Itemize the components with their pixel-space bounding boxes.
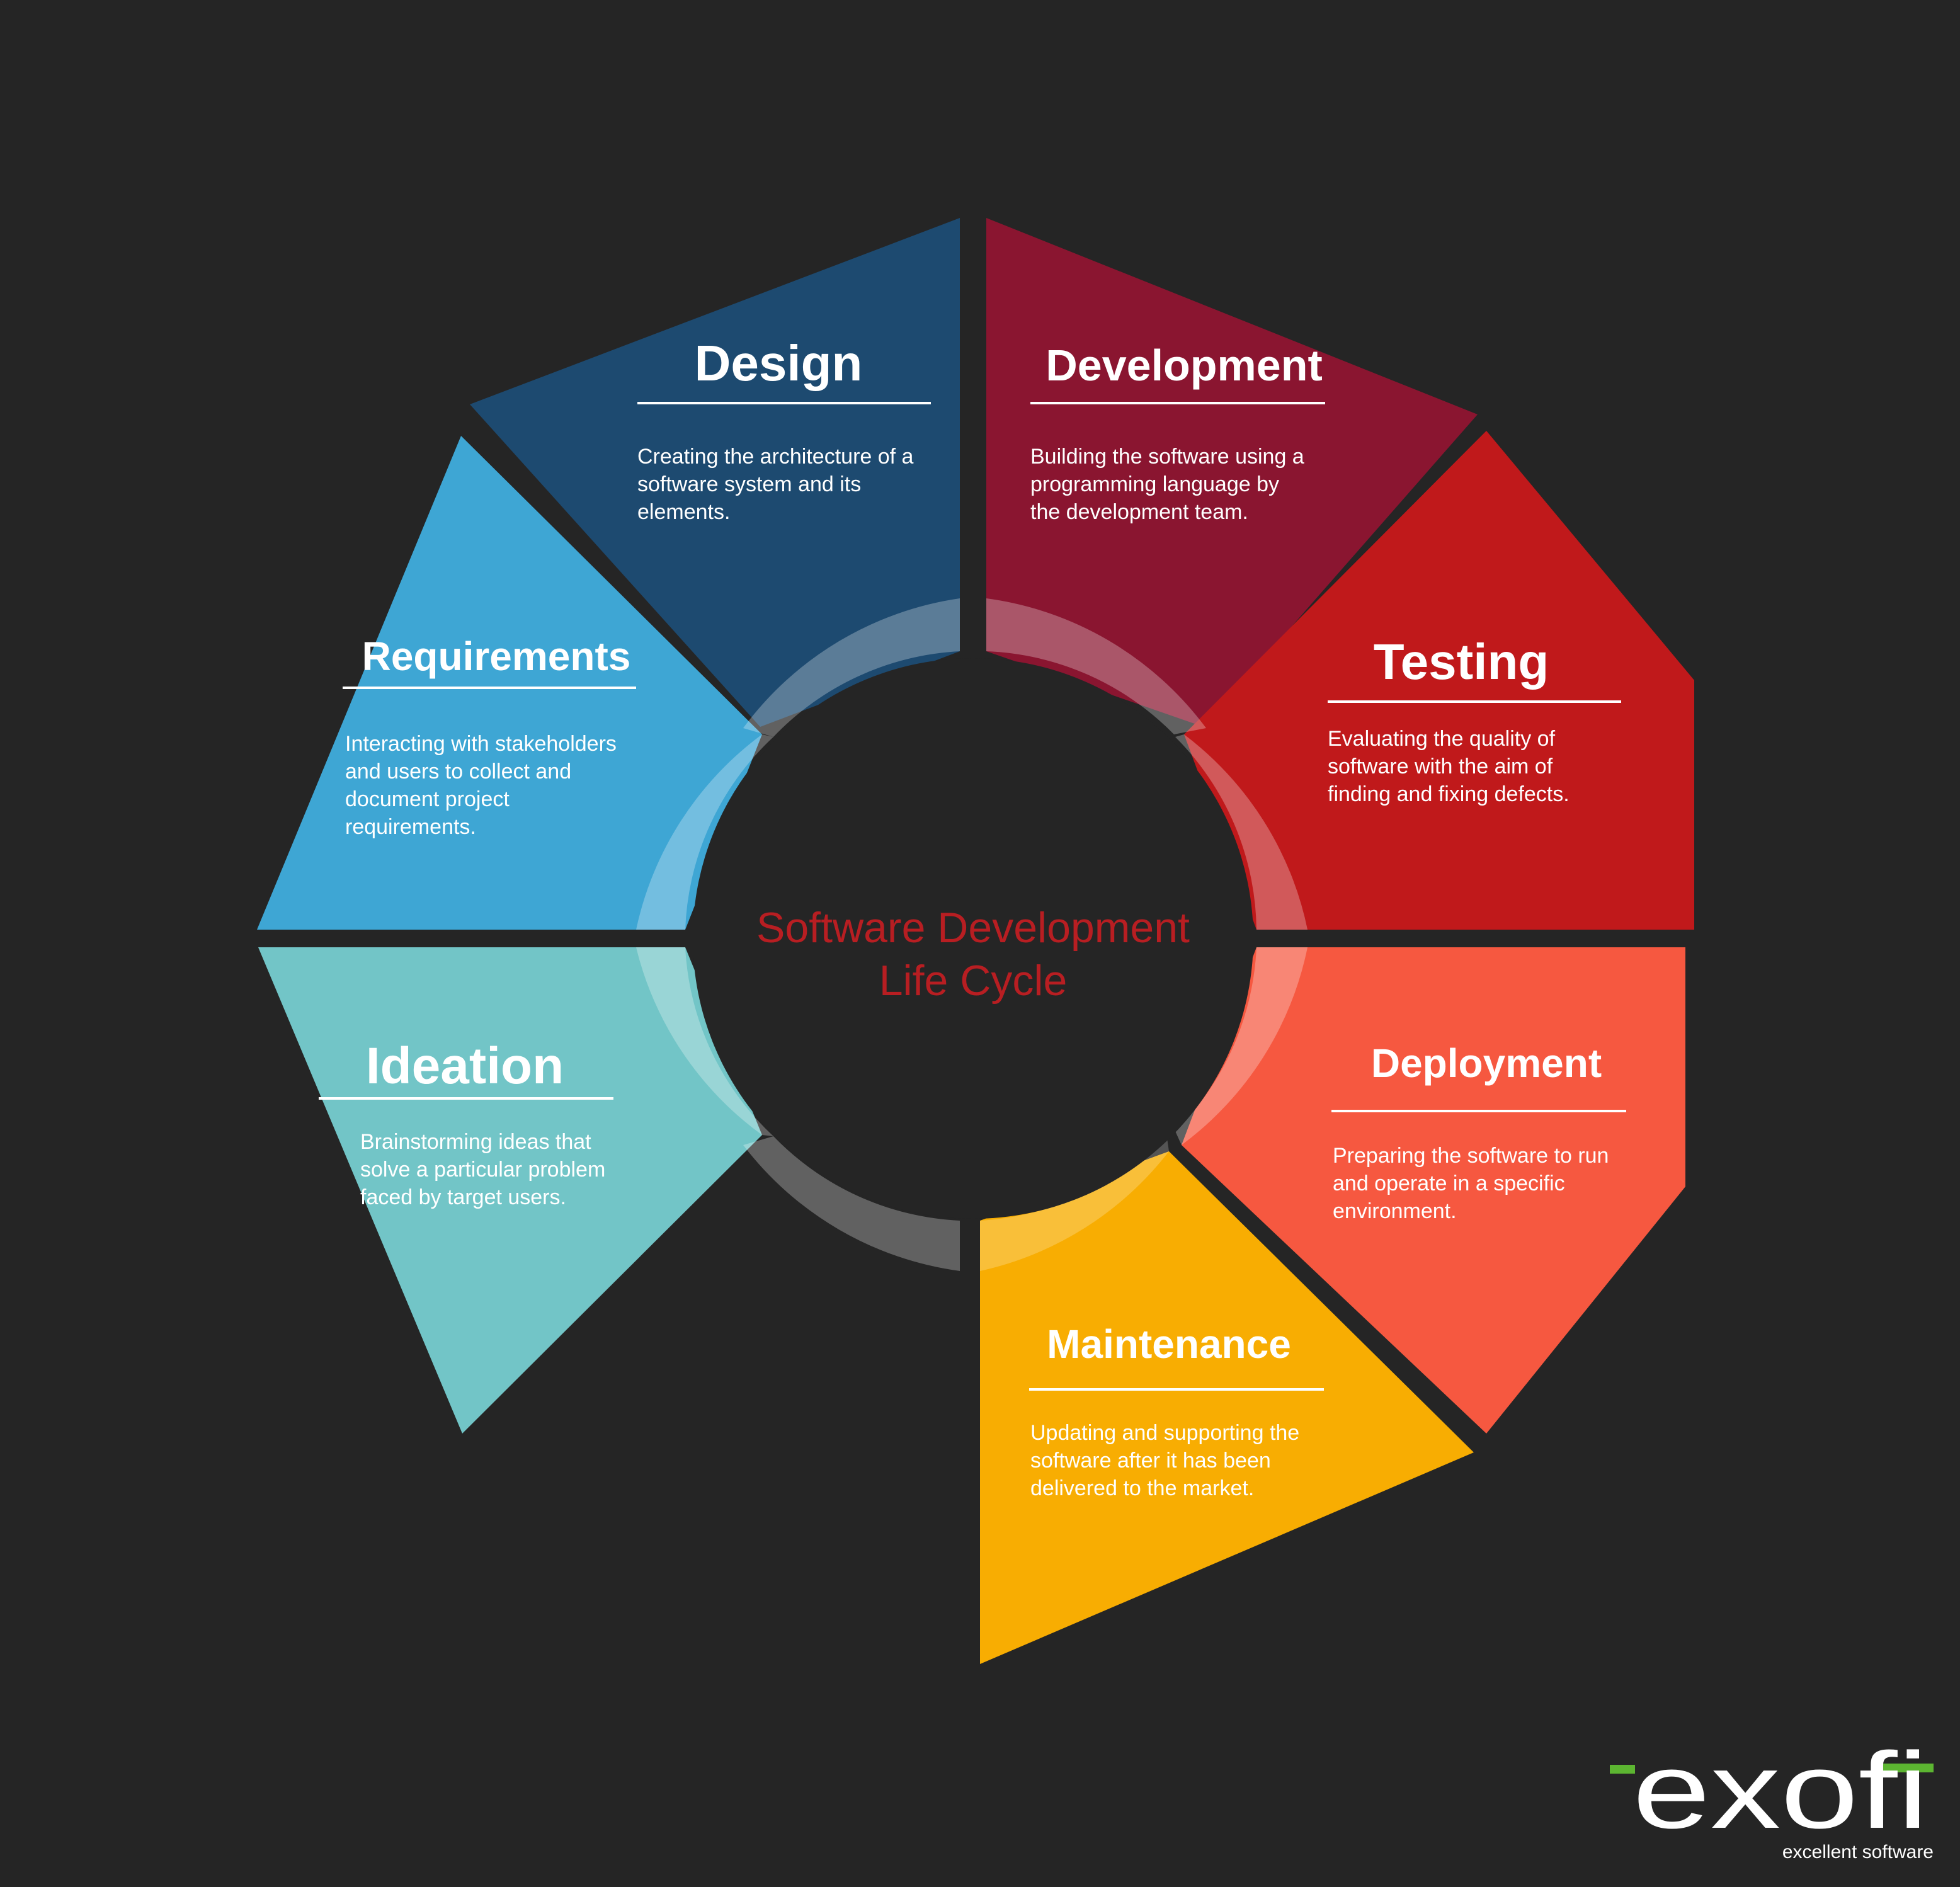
desc-requirements-1: Interacting with stakeholders xyxy=(345,732,617,756)
desc-requirements-3: document project xyxy=(345,787,510,811)
logo-accent-left xyxy=(1610,1765,1635,1774)
desc-maintenance-2: software after it has been xyxy=(1030,1449,1271,1473)
desc-testing-1: Evaluating the quality of xyxy=(1328,727,1556,751)
desc-requirements-4: requirements. xyxy=(345,815,476,839)
desc-testing-3: finding and fixing defects. xyxy=(1328,782,1570,806)
label-ideation: Ideation Brainstorming ideas that solve … xyxy=(319,1037,613,1209)
desc-deployment-1: Preparing the software to run xyxy=(1333,1144,1609,1168)
title-design: Design xyxy=(695,335,863,391)
logo-tagline: excellent software xyxy=(1782,1842,1934,1862)
desc-maintenance-1: Updating and supporting the xyxy=(1030,1421,1299,1445)
desc-design-1: Creating the architecture of a xyxy=(637,445,914,469)
title-maintenance: Maintenance xyxy=(1047,1321,1291,1367)
label-testing: Testing Evaluating the quality of softwa… xyxy=(1328,634,1621,806)
segment-ideation xyxy=(258,947,762,1434)
inner-ring xyxy=(636,598,1308,1271)
label-maintenance: Maintenance Updating and supporting the … xyxy=(1029,1321,1324,1500)
desc-development-2: programming language by xyxy=(1030,472,1279,496)
logo-wordmark: exofi xyxy=(1632,1730,1929,1851)
desc-development-1: Building the software using a xyxy=(1030,445,1304,469)
desc-design-2: software system and its xyxy=(637,472,861,496)
desc-deployment-2: and operate in a specific xyxy=(1333,1172,1565,1195)
desc-ideation-2: solve a particular problem xyxy=(360,1158,605,1182)
center-hole xyxy=(693,658,1253,1219)
exofi-logo: exofi excellent software xyxy=(1610,1730,1934,1862)
title-requirements: Requirements xyxy=(362,634,631,679)
label-development: Development Building the software using … xyxy=(1030,341,1325,524)
segment-development xyxy=(986,218,1478,727)
desc-requirements-2: and users to collect and xyxy=(345,760,571,784)
desc-maintenance-3: delivered to the market. xyxy=(1030,1476,1254,1500)
segment-design xyxy=(470,218,960,727)
segment-maintenance xyxy=(980,1151,1474,1664)
desc-development-3: the development team. xyxy=(1030,500,1248,524)
center-title: Software Development Life Cycle xyxy=(756,904,1190,1005)
segments xyxy=(257,218,1694,1664)
label-design: Design Creating the architecture of a so… xyxy=(637,335,931,524)
segment-testing xyxy=(1184,431,1694,930)
label-requirements: Requirements Interacting with stakeholde… xyxy=(343,634,636,839)
label-deployment: Deployment Preparing the software to run… xyxy=(1331,1040,1626,1223)
title-development: Development xyxy=(1046,341,1323,390)
center-title-line1: Software Development xyxy=(756,904,1190,952)
desc-deployment-3: environment. xyxy=(1333,1199,1457,1223)
title-ideation: Ideation xyxy=(366,1037,564,1095)
desc-ideation-3: faced by target users. xyxy=(360,1185,566,1209)
desc-design-3: elements. xyxy=(637,500,730,524)
desc-ideation-1: Brainstorming ideas that xyxy=(360,1130,591,1154)
title-testing: Testing xyxy=(1374,634,1549,690)
segment-requirements xyxy=(257,436,762,930)
desc-testing-2: software with the aim of xyxy=(1328,755,1553,778)
segment-deployment xyxy=(1182,947,1685,1434)
logo-accent-right xyxy=(1874,1764,1934,1772)
center-title-line2: Life Cycle xyxy=(879,957,1068,1005)
title-deployment: Deployment xyxy=(1371,1040,1602,1086)
